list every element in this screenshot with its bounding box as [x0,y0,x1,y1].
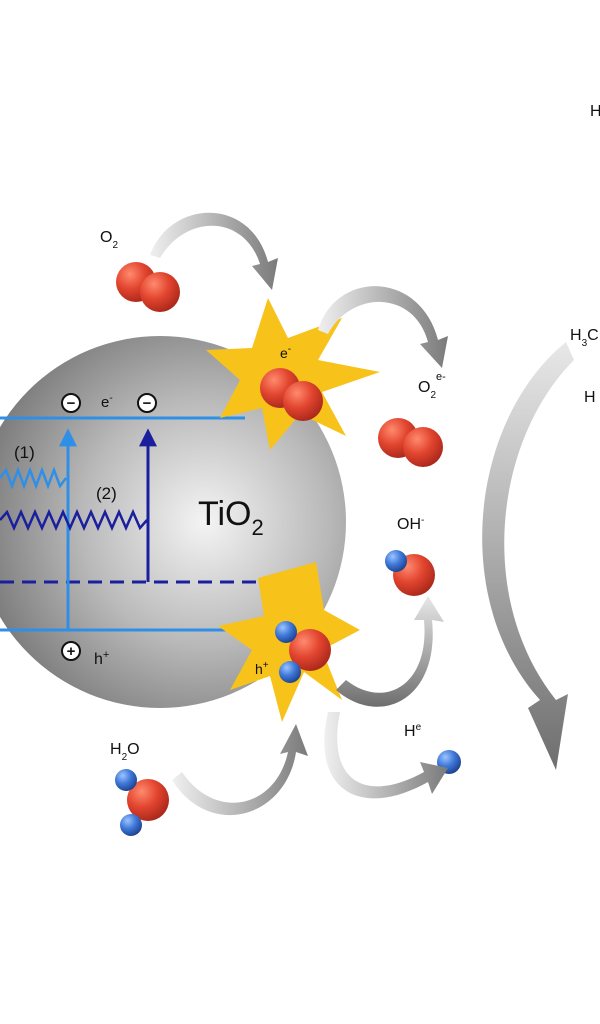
water-label: H2O [110,741,140,763]
star-hole-label: h+ [255,660,269,677]
right-h-label: H [584,389,596,406]
o2-label: O2 [100,229,118,251]
electron-sign-left: − [61,393,81,413]
o2-adsorption-arrow [150,212,278,290]
hole-sign: + [61,641,81,661]
right-top-h-label: H [590,103,600,120]
path-2-label: (2) [96,484,117,503]
hydroxide-formation-arrow [336,596,444,707]
recombination-path-2 [0,508,148,532]
proton-label: He [404,722,422,740]
tio2-label: TiO2 [198,495,264,540]
proton-release-arrow [324,712,448,799]
superoxide-molecule [378,418,443,467]
adsorbed-o2-molecule [260,368,323,421]
hydroxide-label: OH- [397,515,424,533]
regeneration-arrow [482,342,574,770]
water-molecule [115,769,169,836]
band-hole-label: h+ [94,649,109,668]
star-electron-label: e- [280,344,291,361]
recombination-path-1 [0,466,67,490]
svg-text:−: − [143,395,152,412]
path-1-label: (1) [14,443,35,462]
hydroxide-molecule [385,550,435,596]
tio2-particle [0,336,346,708]
superoxide-label: O2e- [418,371,446,401]
electron-sign-right: − [137,393,157,413]
superoxide-formation-arrow [318,286,448,368]
adsorbed-water-molecule [275,621,331,683]
water-adsorption-arrow [172,724,308,816]
svg-text:−: − [67,395,76,412]
svg-text:+: + [67,643,76,660]
right-h3c-label: H3C [570,327,599,349]
o2-molecule [116,262,180,312]
band-electron-label: e- [101,393,113,411]
